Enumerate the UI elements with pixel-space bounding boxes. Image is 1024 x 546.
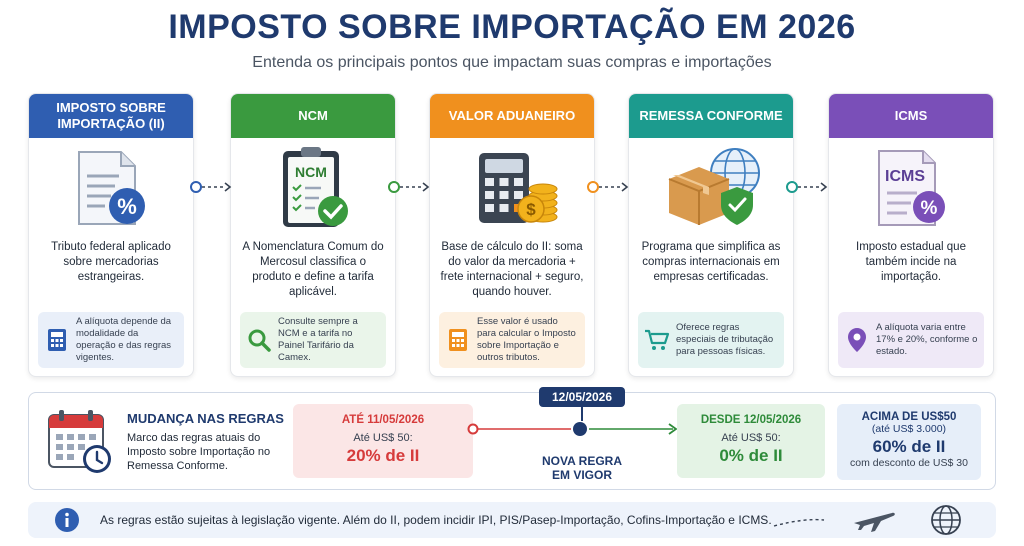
card-note-text: A alíquota depende da modalidade da oper… bbox=[76, 316, 172, 363]
card-title: ICMS bbox=[829, 94, 993, 138]
above-heading: ACIMA DE US$50 bbox=[861, 411, 957, 423]
before-sub: Até US$ 50: bbox=[353, 432, 413, 444]
after-heading: DESDE 12/05/2026 bbox=[700, 414, 802, 426]
card-note-text: Oferece regras especiais de tributação p… bbox=[676, 322, 774, 357]
card-description: Programa que simplifica as compras inter… bbox=[641, 241, 781, 283]
document-percent-icon: % bbox=[29, 138, 193, 240]
clipboard-label: NCM bbox=[295, 164, 327, 180]
card-remessa-conforme: REMESSA CONFORME Programa que simplifica… bbox=[628, 93, 794, 377]
card-description: Base de cálculo do II: soma do valor da … bbox=[440, 241, 584, 298]
calculator-coins-icon: $ bbox=[430, 138, 594, 240]
card-note: Consulte sempre a NCM e a tarifa no Pain… bbox=[240, 312, 386, 368]
card-title: REMESSA CONFORME bbox=[629, 94, 793, 138]
card-title: NCM bbox=[231, 94, 395, 138]
above-sub: (até US$ 3.000) bbox=[871, 423, 947, 435]
connector-arrow bbox=[190, 181, 232, 193]
after-box: DESDE 12/05/2026 Até US$ 50: 0% de II bbox=[677, 404, 825, 478]
card-description: Tributo federal aplicado sobre mercadori… bbox=[51, 241, 171, 283]
card-imposto-importacao: IMPOSTO SOBRE IMPORTAÇÃO (II) % Tributo … bbox=[28, 93, 194, 377]
card-title: IMPOSTO SOBRE IMPORTAÇÃO (II) bbox=[29, 94, 193, 138]
card-note: A alíquota varia entre 17% e 20%, confor… bbox=[838, 312, 984, 368]
above-value: 60% de II bbox=[872, 437, 946, 456]
magnifier-icon bbox=[246, 328, 272, 352]
card-icms: ICMS ICMS % Imposto estadual que também … bbox=[828, 93, 994, 377]
rule-change-title: MUDANÇA NAS REGRAS bbox=[127, 411, 284, 426]
connector-arrow bbox=[786, 181, 828, 193]
calculator-icon bbox=[445, 328, 471, 352]
milestone-label: NOVA REGRA EM VIGOR bbox=[541, 454, 622, 482]
card-note-text: A alíquota varia entre 17% e 20%, confor… bbox=[876, 322, 978, 357]
dashed-route bbox=[773, 518, 825, 527]
card-valor-aduaneiro: VALOR ADUANEIRO $ Base de cálculo do II:… bbox=[429, 93, 595, 377]
connector-arrow bbox=[388, 181, 430, 193]
milestone-stem bbox=[581, 403, 583, 421]
card-title: VALOR ADUANEIRO bbox=[430, 94, 594, 138]
svg-text:$: $ bbox=[526, 200, 536, 219]
svg-text:%: % bbox=[117, 194, 137, 219]
above-footnote: com desconto de US$ 30 bbox=[850, 457, 968, 469]
rule-change-description: Marco das regras atuais do Imposto sobre… bbox=[127, 432, 271, 472]
card-note-text: Consulte sempre a NCM e a tarifa no Pain… bbox=[278, 316, 358, 363]
calendar-clock-icon bbox=[45, 407, 113, 480]
rule-change-panel: MUDANÇA NAS REGRAS Marco das regras atua… bbox=[28, 387, 996, 490]
page-subtitle: Entenda os principais pontos que impacta… bbox=[252, 54, 772, 71]
after-value: 0% de II bbox=[719, 446, 783, 465]
before-heading: ATÉ 11/05/2026 bbox=[341, 414, 425, 426]
above-box: ACIMA DE US$50 (até US$ 3.000) 60% de II… bbox=[837, 404, 981, 480]
card-ncm: NCM NCM A Nomenclatura Comum do Mercosul… bbox=[230, 93, 396, 377]
connector-arrow bbox=[587, 181, 629, 193]
before-box: ATÉ 11/05/2026 Até US$ 50: 20% de II bbox=[293, 404, 473, 478]
card-note: Esse valor é usado para calcular o Impos… bbox=[439, 312, 585, 368]
footer-note: As regras estão sujeitas à legislação vi… bbox=[28, 502, 996, 538]
milestone-date-badge: 12/05/2026 bbox=[539, 387, 625, 407]
calculator-icon bbox=[44, 328, 70, 352]
timeline-line bbox=[467, 422, 678, 436]
clipboard-check-icon: NCM bbox=[231, 138, 395, 240]
page-title: IMPOSTO SOBRE IMPORTAÇÃO EM 2026 bbox=[168, 8, 856, 46]
card-description: A Nomenclatura Comum do Mercosul classif… bbox=[242, 241, 384, 298]
shopping-cart-icon bbox=[644, 329, 670, 351]
globe-icon bbox=[930, 504, 962, 541]
airplane-icon bbox=[852, 507, 896, 538]
card-note-text: Esse valor é usado para calcular o Impos… bbox=[477, 316, 576, 363]
icms-document-icon: ICMS % bbox=[829, 138, 993, 240]
before-value: 20% de II bbox=[346, 446, 420, 465]
info-icon bbox=[54, 507, 80, 538]
footer-text: As regras estão sujeitas à legislação vi… bbox=[100, 513, 772, 527]
after-sub: Até US$ 50: bbox=[721, 432, 781, 444]
card-note: A alíquota depende da modalidade da oper… bbox=[38, 312, 184, 368]
icms-doc-label: ICMS bbox=[885, 168, 925, 185]
card-note: Oferece regras especiais de tributação p… bbox=[638, 312, 784, 368]
package-globe-shield-icon bbox=[629, 138, 793, 240]
location-pin-icon bbox=[844, 327, 870, 353]
card-description: Imposto estadual que também incide na im… bbox=[856, 241, 966, 283]
svg-text:%: % bbox=[921, 198, 938, 219]
